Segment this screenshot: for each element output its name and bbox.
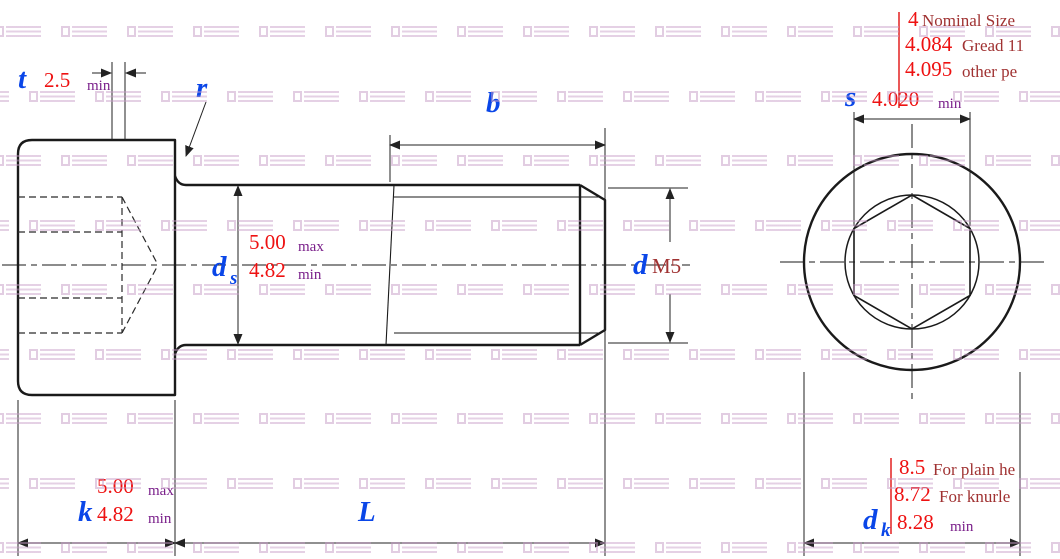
end-view: 4 Nominal Size 4.084 Gread 11 4.095 othe…: [780, 7, 1048, 556]
s-symbol: s: [844, 81, 856, 113]
k-min-qualifier: min: [148, 511, 172, 527]
dk-dimension: 8.5 For plain he 8.72 For knurle d k 8.2…: [803, 372, 1021, 556]
l-symbol: L: [357, 496, 376, 528]
s-dimension: 4 Nominal Size 4.084 Gread 11 4.095 othe…: [844, 7, 1024, 226]
dk-symbol: d: [863, 504, 878, 536]
ds-dimension: d s 5.00 max 4.82 min: [212, 185, 324, 345]
k-dimension: k 5.00 max 4.82 min: [17, 400, 176, 556]
s-other-value: 4.095: [905, 57, 952, 81]
d-symbol: d: [633, 249, 648, 281]
t-symbol: t: [18, 63, 27, 95]
r-symbol: r: [196, 72, 208, 104]
thread-lines: [385, 184, 600, 346]
t-qualifier: min: [87, 78, 111, 94]
r-dimension: r: [185, 72, 208, 157]
b-dimension: b: [389, 87, 606, 556]
d-value: M5: [652, 254, 681, 278]
s-other-label: other pe: [962, 62, 1017, 81]
dk-plain-value: 8.5: [899, 455, 925, 479]
dk-min-qualifier: min: [950, 519, 974, 535]
dk-knurled-label: For knurle: [939, 487, 1010, 506]
s-min-value: 4.020: [872, 87, 919, 111]
l-dimension: L: [174, 496, 606, 548]
t-dimension: t 2.5 min: [18, 62, 146, 140]
side-view: t 2.5 min r b d s 5.00 ma: [2, 62, 690, 556]
k-symbol: k: [78, 496, 93, 528]
k-max-qualifier: max: [148, 483, 174, 499]
k-min-value: 4.82: [97, 502, 134, 526]
ds-min-qualifier: min: [298, 267, 322, 283]
s-grade-label: Gread 11: [962, 36, 1024, 55]
s-nominal-value: 4: [908, 7, 919, 31]
ds-symbol-subscript: s: [229, 268, 237, 289]
dk-symbol-subscript: k: [881, 520, 891, 541]
t-value: 2.5: [44, 68, 70, 92]
screw-head-outline: [16, 138, 177, 397]
dk-min-value: 8.28: [897, 510, 934, 534]
s-nominal-label: Nominal Size: [922, 11, 1015, 30]
dk-knurled-value: 8.72: [894, 482, 931, 506]
k-max-value: 5.00: [97, 474, 134, 498]
ds-max-value: 5.00: [249, 230, 286, 254]
ds-symbol: d: [212, 251, 227, 283]
s-min-qualifier: min: [938, 96, 962, 112]
b-symbol: b: [486, 87, 501, 119]
ds-max-qualifier: max: [298, 239, 324, 255]
dk-plain-label: For plain he: [933, 460, 1015, 479]
s-grade-value: 4.084: [905, 32, 953, 56]
ds-min-value: 4.82: [249, 258, 286, 282]
d-dimension: d M5: [608, 187, 688, 344]
